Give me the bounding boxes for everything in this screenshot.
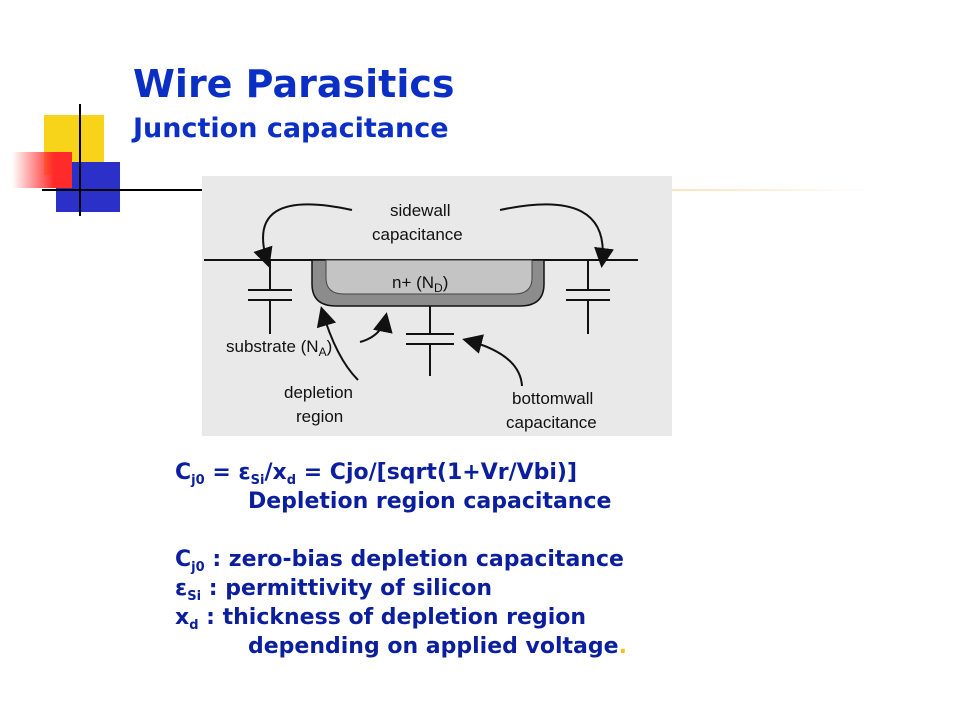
depletion-label-line1: depletion (284, 383, 353, 402)
equation-line: Cj0 = εSi/xd = Cjo/[sqrt(1+Vr/Vbi)] (175, 460, 578, 488)
trailing-period: . (618, 634, 627, 659)
logo-red-bar (12, 152, 72, 188)
slide-subtitle: Junction capacitance (133, 113, 449, 144)
n-plus-label: n+ (ND) (392, 273, 448, 295)
bottomwall-label-line2: capacitance (506, 413, 597, 432)
sidewall-arrow-right (499, 203, 614, 268)
bottom-capacitor-symbol (406, 306, 454, 376)
slide-body: Cj0 = εSi/xd = Cjo/[sqrt(1+Vr/Vbi)] Depl… (175, 458, 875, 661)
sidewall-arrow-left (253, 203, 353, 268)
depletion-arrow (316, 306, 359, 381)
equation-caption: Depletion region capacitance (248, 489, 612, 514)
n-plus-diffusion-shape (325, 259, 533, 295)
definition-item: Cj0 : zero-bias depletion capacitance (175, 547, 624, 575)
bottomwall-label-line1: bottomwall (512, 389, 593, 408)
substrate-arrow (359, 312, 393, 343)
junction-diagram: n+ (ND) sidewall capacitance substrate (… (202, 176, 672, 436)
bottomwall-arrow (462, 334, 523, 387)
definition-item: xd : thickness of depletion region (175, 605, 587, 633)
sidewall-label-line1: sidewall (390, 201, 450, 220)
definition-continuation: depending on applied voltage. (248, 634, 627, 659)
definition-item: εSi : permittivity of silicon (175, 576, 493, 604)
right-capacitor-symbol (566, 260, 610, 334)
substrate-label: substrate (NA) (226, 337, 332, 359)
sidewall-label-line2: capacitance (372, 225, 463, 244)
spacer (175, 516, 875, 545)
left-capacitor-symbol (248, 260, 292, 334)
depletion-label-line2: region (296, 407, 343, 426)
logo-vertical-line (79, 104, 81, 216)
slide-title: Wire Parasitics (133, 62, 455, 106)
